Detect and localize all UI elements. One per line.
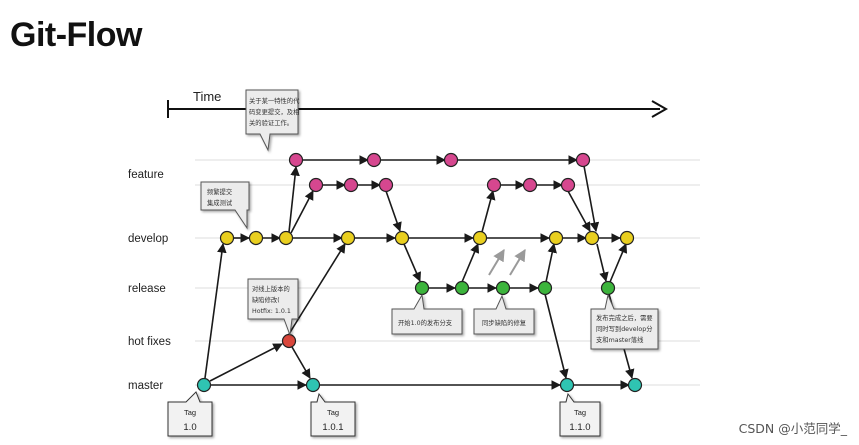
note-develop-line: 频繁提交	[207, 187, 233, 196]
tag-label: Tag	[184, 408, 196, 417]
feature-commit	[308, 177, 324, 193]
lane-label-develop: develop	[128, 233, 168, 245]
commit-connections	[204, 155, 635, 390]
feature-commit	[366, 152, 382, 168]
time-axis: Time	[167, 89, 669, 118]
develop-commit	[472, 230, 488, 246]
lane-label-feature: feature	[128, 169, 164, 181]
develop-commit	[548, 230, 564, 246]
develop-commit	[619, 230, 635, 246]
feature-commits	[288, 152, 591, 193]
tag-1-0: Tag 1.0	[167, 391, 213, 437]
master-commit	[305, 377, 321, 393]
callout-notes: 关于某一特性的代 码变更提交，及相 关的验证工作。 频繁提交 集成测试 对线上版…	[200, 89, 659, 350]
note-feature-line: 码变更提交，及相	[249, 107, 299, 116]
feature-commit	[343, 177, 359, 193]
master-commit	[559, 377, 575, 393]
csdn-watermark: CSDN @小范同学_	[738, 421, 847, 436]
lane-label-release: release	[128, 283, 166, 295]
feature-commit	[486, 177, 502, 193]
release-commit	[414, 280, 430, 296]
tag-version: 1.0	[183, 422, 196, 433]
develop-commit	[248, 230, 264, 246]
release-commit	[454, 280, 470, 296]
develop-commit	[278, 230, 294, 246]
note-feature-line: 关于某一特性的代	[249, 96, 300, 105]
master-commits	[196, 377, 643, 393]
feature-commit	[378, 177, 394, 193]
note-feature-line: 关的验证工作。	[249, 118, 293, 127]
develop-commit	[394, 230, 410, 246]
release-commit	[495, 280, 511, 296]
tag-1-1-0: Tag 1.1.0	[559, 392, 601, 437]
lane-label-hotfixes: hot fixes	[128, 336, 171, 348]
release-commit	[600, 280, 616, 296]
develop-commits	[219, 230, 635, 246]
develop-commit	[340, 230, 356, 246]
note-release-finish-line: 支和master落线	[596, 335, 644, 344]
version-tags: Tag 1.0 Tag 1.0.1 Tag 1.1.0	[167, 391, 601, 437]
note-sync-fix: 同步缺陷的修复	[473, 294, 535, 335]
note-hotfix-line: Hotfix: 1.0.1	[252, 308, 291, 315]
note-release-finish-line: 发布完成之后，需要	[596, 313, 653, 322]
feature-commit	[575, 152, 591, 168]
hotfix-commits	[281, 333, 297, 349]
note-sync-fix-line: 同步缺陷的修复	[482, 318, 527, 327]
note-release-finish-line: 同时写到develop分	[596, 324, 653, 333]
tag-label: Tag	[327, 408, 339, 417]
feature-commit	[522, 177, 538, 193]
feature-commit	[288, 152, 304, 168]
time-label: Time	[193, 89, 221, 104]
note-develop-line: 集成测试	[207, 198, 233, 207]
release-commits	[414, 280, 616, 296]
note-hotfix: 对线上版本的 缺陷修改( Hotfix: 1.0.1	[247, 278, 299, 336]
note-hotfix-line: 缺陷修改(	[252, 295, 280, 304]
note-feature: 关于某一特性的代 码变更提交，及相 关的验证工作。	[245, 89, 300, 152]
diagram-title: Git-Flow	[10, 16, 142, 54]
lane-label-master: master	[128, 380, 163, 392]
note-release-finish: 发布完成之后，需要 同时写到develop分 支和master落线	[590, 293, 659, 350]
tag-label: Tag	[574, 408, 586, 417]
develop-commit	[219, 230, 235, 246]
lane-labels: feature develop release hot fixes master	[128, 169, 171, 392]
sync-fix-arrows	[488, 248, 526, 276]
feature-commit	[443, 152, 459, 168]
note-hotfix-line: 对线上版本的	[252, 284, 290, 293]
note-release-start-line: 开始1.0的发布分支	[398, 318, 453, 327]
release-commit	[537, 280, 553, 296]
note-develop: 频繁提交 集成测试	[200, 181, 250, 230]
note-release-start: 开始1.0的发布分支	[391, 293, 463, 335]
master-commit	[627, 377, 643, 393]
feature-commit	[560, 177, 576, 193]
hotfix-commit	[281, 333, 297, 349]
develop-commit	[584, 230, 600, 246]
master-commit	[196, 377, 212, 393]
tag-version: 1.0.1	[322, 422, 343, 433]
tag-1-0-1: Tag 1.0.1	[310, 392, 356, 437]
tag-version: 1.1.0	[569, 422, 590, 433]
